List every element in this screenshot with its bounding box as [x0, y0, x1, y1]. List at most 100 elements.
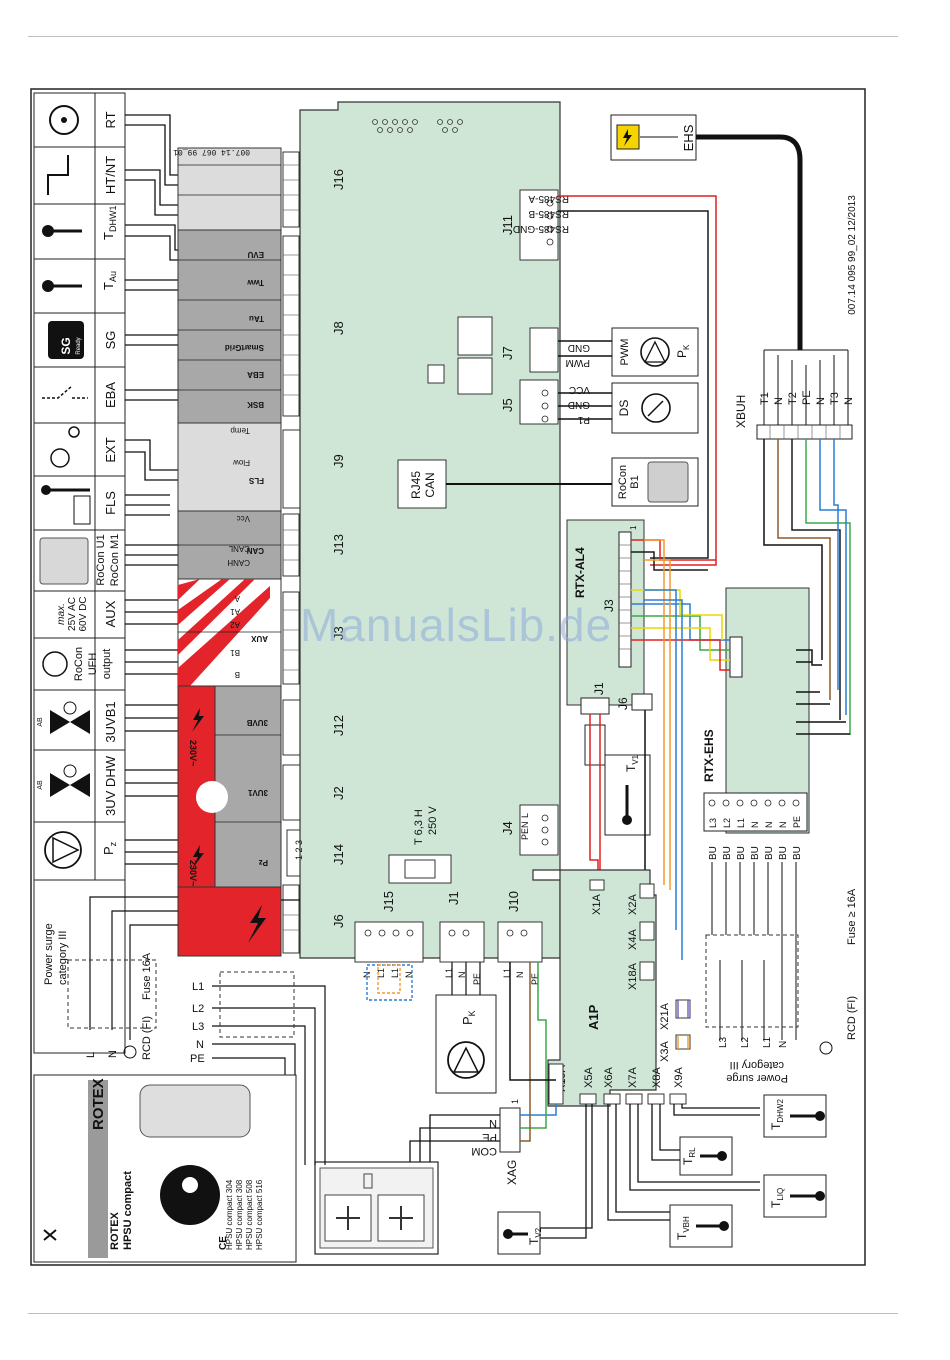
- sg-badge-small: Ready: [76, 337, 82, 354]
- label-tau-sub: Au: [108, 271, 118, 282]
- sg-ready-icon: [48, 321, 84, 359]
- model-516: HPSU compact 516: [255, 1179, 264, 1250]
- svg-text:TAu: TAu: [101, 271, 118, 290]
- tdhw2-label: T: [769, 1122, 783, 1130]
- term-can: CAN: [246, 546, 264, 555]
- product-name: HPSU compact: [122, 1171, 134, 1250]
- pk-bottom-label: P: [460, 1016, 475, 1025]
- ce-mark: CE: [218, 1236, 229, 1250]
- a1p-x21a: X21A: [659, 1002, 671, 1030]
- conn-j9: J9: [331, 454, 346, 468]
- valve-icon: [50, 710, 90, 734]
- tv1-label: T: [624, 764, 638, 772]
- xbuh-n3: N: [843, 397, 855, 405]
- bu-4: BU: [750, 846, 761, 860]
- conn-j13: J13: [331, 534, 346, 555]
- svg-text:TRL: TRL: [681, 1147, 697, 1165]
- high-voltage-icon: [248, 905, 266, 943]
- diagram-frame: [30, 88, 866, 1266]
- term-230v-b: 230V~: [188, 860, 198, 886]
- tv2-label: T: [527, 1237, 541, 1245]
- j10-n: N: [515, 972, 525, 979]
- bu-5: BU: [764, 846, 775, 860]
- svg-text:PK: PK: [675, 344, 691, 358]
- ehs-term-n3: N: [778, 822, 788, 829]
- label-pz: P: [101, 846, 116, 855]
- rcd-left: RCD (FI): [141, 1016, 153, 1060]
- term-3uvb: 3UVB: [246, 718, 268, 727]
- xbuh-wire-pe: [805, 439, 851, 735]
- can-label: CAN: [423, 472, 437, 497]
- a1p-title: A1P: [586, 1004, 601, 1030]
- rs485-a-wire: [558, 195, 717, 566]
- j15-l1: L1: [376, 968, 386, 978]
- ufh-control-icon: [42, 651, 68, 677]
- j11-connector: [519, 189, 559, 261]
- svg-text:PK: PK: [460, 1010, 477, 1025]
- rtx-al4-relay: [584, 724, 606, 766]
- rj45-label: RJ45: [409, 471, 423, 499]
- rs485-gnd: RS485-GND: [513, 223, 569, 234]
- pk-pump-icon: [447, 1041, 485, 1079]
- term-a1: A1: [230, 607, 240, 616]
- j10-l1: L1: [502, 968, 512, 978]
- conn-j14: J14: [331, 844, 346, 865]
- xbuh-wire-n2: [819, 439, 847, 715]
- left-l3: L3: [192, 1021, 204, 1033]
- term-a: A: [234, 594, 240, 603]
- a1p-x2a: X2A: [627, 894, 639, 915]
- xbuh-wire-n1: [777, 439, 831, 700]
- sg-badge: SG: [59, 337, 73, 354]
- aux-max-ac: 25V AC: [67, 597, 78, 631]
- trl-label: T: [681, 1157, 695, 1165]
- surge-left-2: category III: [57, 931, 69, 985]
- left-n: N: [107, 1050, 119, 1058]
- rtx-al4-j3: J3: [602, 599, 616, 612]
- ehs-term-n1: N: [750, 822, 760, 829]
- ehs-term-pe: PE: [792, 816, 802, 828]
- label-rocon-m1: RoCon M1: [109, 534, 121, 587]
- xbuh-pe: PE: [801, 390, 813, 405]
- term-smartgrid: SmartGrid: [225, 343, 264, 352]
- bu-1: BU: [708, 846, 719, 860]
- term-canl: CANL: [228, 544, 250, 553]
- term-bsk: BSK: [247, 400, 264, 409]
- j7-connector: [529, 327, 559, 373]
- rocon-b1-device-icon: [647, 461, 689, 503]
- rtx-al4-j6: J6: [616, 697, 630, 710]
- pwm-pump-icon: [640, 337, 670, 367]
- gnd-label-1: GND: [568, 342, 590, 353]
- top-rule: [28, 36, 898, 37]
- left-sensor-column: RT HT/NT TDHW1 TAu SG Ready SG EBA EXT F…: [33, 92, 126, 1054]
- label-ext: EXT: [103, 437, 118, 462]
- conn-j6: J6: [331, 914, 346, 928]
- rtx-al4-j3-connector: [618, 531, 632, 668]
- uvb1-ab: AB: [37, 717, 44, 727]
- label-htnt: HT/NT: [103, 156, 118, 194]
- ehs-connector: [729, 636, 743, 678]
- label-ufh: UFH: [87, 653, 99, 676]
- xbuh-wire-t3: [833, 439, 839, 690]
- fuse-left: Fuse 16A: [141, 952, 153, 1000]
- switch-icon: [42, 385, 88, 399]
- xbuh-wire-t1: [763, 439, 823, 660]
- voltage-icon: [192, 708, 204, 732]
- rtx-ehs-title: RTX-EHS: [702, 729, 716, 782]
- bu-2: BU: [722, 846, 733, 860]
- label-aux: AUX: [103, 600, 118, 627]
- conn-j7: J7: [500, 346, 515, 360]
- j15-n2: N: [404, 972, 414, 979]
- rtx-ehs-board: [725, 587, 810, 834]
- tliq-label: T: [769, 1200, 783, 1208]
- term-temp: Temp: [230, 426, 250, 435]
- xbuh-terminal: XBUH T1 N T2 PE N T3 N: [734, 390, 855, 440]
- surge-right-1: Power surge: [726, 1072, 788, 1084]
- label-code: 007.14 067 99_01: [173, 147, 250, 156]
- svg-text:Pz: Pz: [101, 841, 118, 855]
- pk-bottom-sub: K: [467, 1010, 477, 1016]
- j5-connector: [519, 379, 559, 425]
- svg-text:TV1: TV1: [624, 754, 640, 772]
- ehs-term-l3: L3: [708, 818, 718, 828]
- breaker-left-box: [219, 971, 295, 1038]
- term-tau: TAu: [249, 314, 264, 323]
